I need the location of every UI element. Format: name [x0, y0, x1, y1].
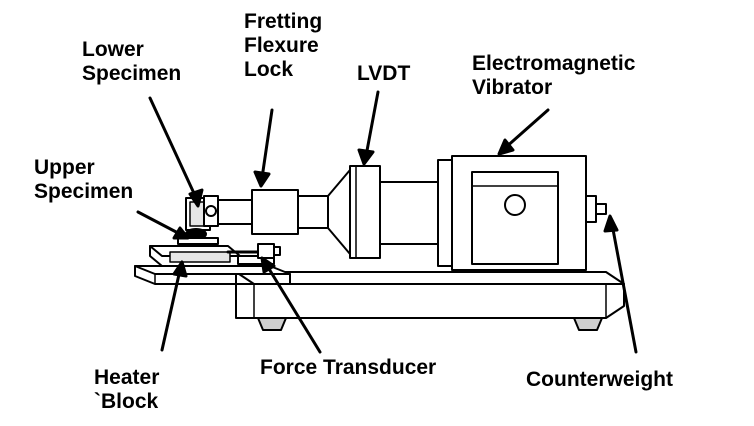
arrow-upper-specimen — [136, 210, 182, 236]
label-line: Electromagnetic — [472, 52, 636, 75]
arrow-heater-block — [160, 268, 182, 352]
label-line: Force Transducer — [260, 356, 437, 379]
arrowhead-heater-block — [172, 260, 188, 278]
arrowhead-counterweight — [603, 214, 619, 233]
label-fretting-flexure-lock: Fretting Flexure Lock — [244, 10, 322, 82]
label-line: Fretting — [244, 10, 323, 33]
label-upper-specimen: Upper Specimen — [34, 156, 133, 204]
arrow-lvdt — [364, 90, 380, 158]
label-line: Heater — [94, 366, 160, 389]
arrow-lower-specimen — [148, 96, 200, 204]
label-counterweight: Counterweight — [526, 368, 673, 392]
label-force-transducer: Force Transducer — [260, 356, 436, 380]
label-line: Specimen — [34, 180, 134, 203]
stage-platform — [134, 245, 291, 285]
arrowhead-lower-specimen — [188, 188, 204, 208]
label-line: Counterweight — [526, 368, 673, 391]
arrow-counterweight — [610, 222, 638, 354]
label-line: `Block — [94, 390, 159, 413]
force-transducer-body — [226, 243, 281, 265]
arrowhead-fretting-flexure-lock — [253, 170, 271, 188]
arrow-fretting-flexure-lock — [260, 108, 274, 180]
label-lvdt: LVDT — [357, 62, 410, 86]
arrow-electromagnetic-vibrator — [503, 108, 550, 150]
arrow-force-transducer — [264, 262, 322, 354]
label-lower-specimen: Lower Specimen — [82, 38, 181, 86]
vibrator-housing — [437, 155, 607, 271]
arrowhead-electromagnetic-vibrator — [497, 138, 515, 156]
label-line: Upper — [34, 156, 95, 179]
leader-lines — [136, 90, 638, 354]
arrowhead-lvdt — [357, 148, 375, 166]
label-line: Lower — [82, 38, 144, 61]
label-electromagnetic-vibrator: Electromagnetic Vibrator — [472, 52, 635, 100]
label-line: Flexure — [244, 34, 319, 57]
label-line: Specimen — [82, 62, 182, 85]
drive-train — [217, 165, 439, 259]
label-line: Lock — [244, 58, 294, 81]
arrowhead-force-transducer — [260, 256, 276, 274]
label-line: Vibrator — [472, 76, 553, 99]
base-feet — [257, 317, 603, 331]
label-heater-block: Heater `Block — [94, 366, 159, 414]
label-line: LVDT — [357, 62, 411, 85]
arrowhead-upper-specimen — [172, 226, 190, 240]
